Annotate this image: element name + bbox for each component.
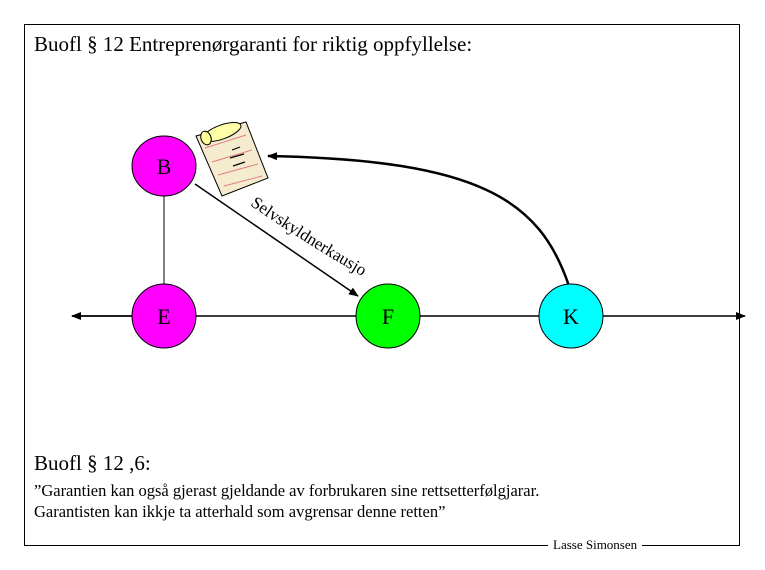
edge-label-selvskyldnerkausjon: Selvskyldnerkausjon — [0, 0, 370, 280]
author-name: Lasse Simonsen — [548, 537, 643, 553]
quote-line-2: Garantisten kan ikkje ta atterhald som a… — [34, 502, 446, 521]
node-k: K — [538, 283, 604, 349]
svg-text:F: F — [382, 304, 394, 329]
node-f: F — [355, 283, 421, 349]
quote-block: ”Garantien kan også gjerast gjeldande av… — [34, 480, 539, 522]
scroll-document-icon — [195, 121, 269, 197]
node-e: E — [131, 283, 197, 349]
slide-frame — [24, 24, 740, 546]
slide-title: Buofl § 12 Entreprenørgaranti for riktig… — [34, 32, 473, 56]
k-to-b-arrow — [267, 152, 571, 287]
b-f-arrow — [194, 183, 359, 297]
legal-reference: Buofl § 12 ,6: — [34, 451, 151, 475]
quote-line-1: ”Garantien kan også gjerast gjeldande av… — [34, 481, 540, 500]
svg-text:B: B — [157, 154, 172, 179]
svg-text:E: E — [157, 304, 170, 329]
node-b: B — [131, 135, 197, 197]
svg-text:K: K — [563, 304, 579, 329]
